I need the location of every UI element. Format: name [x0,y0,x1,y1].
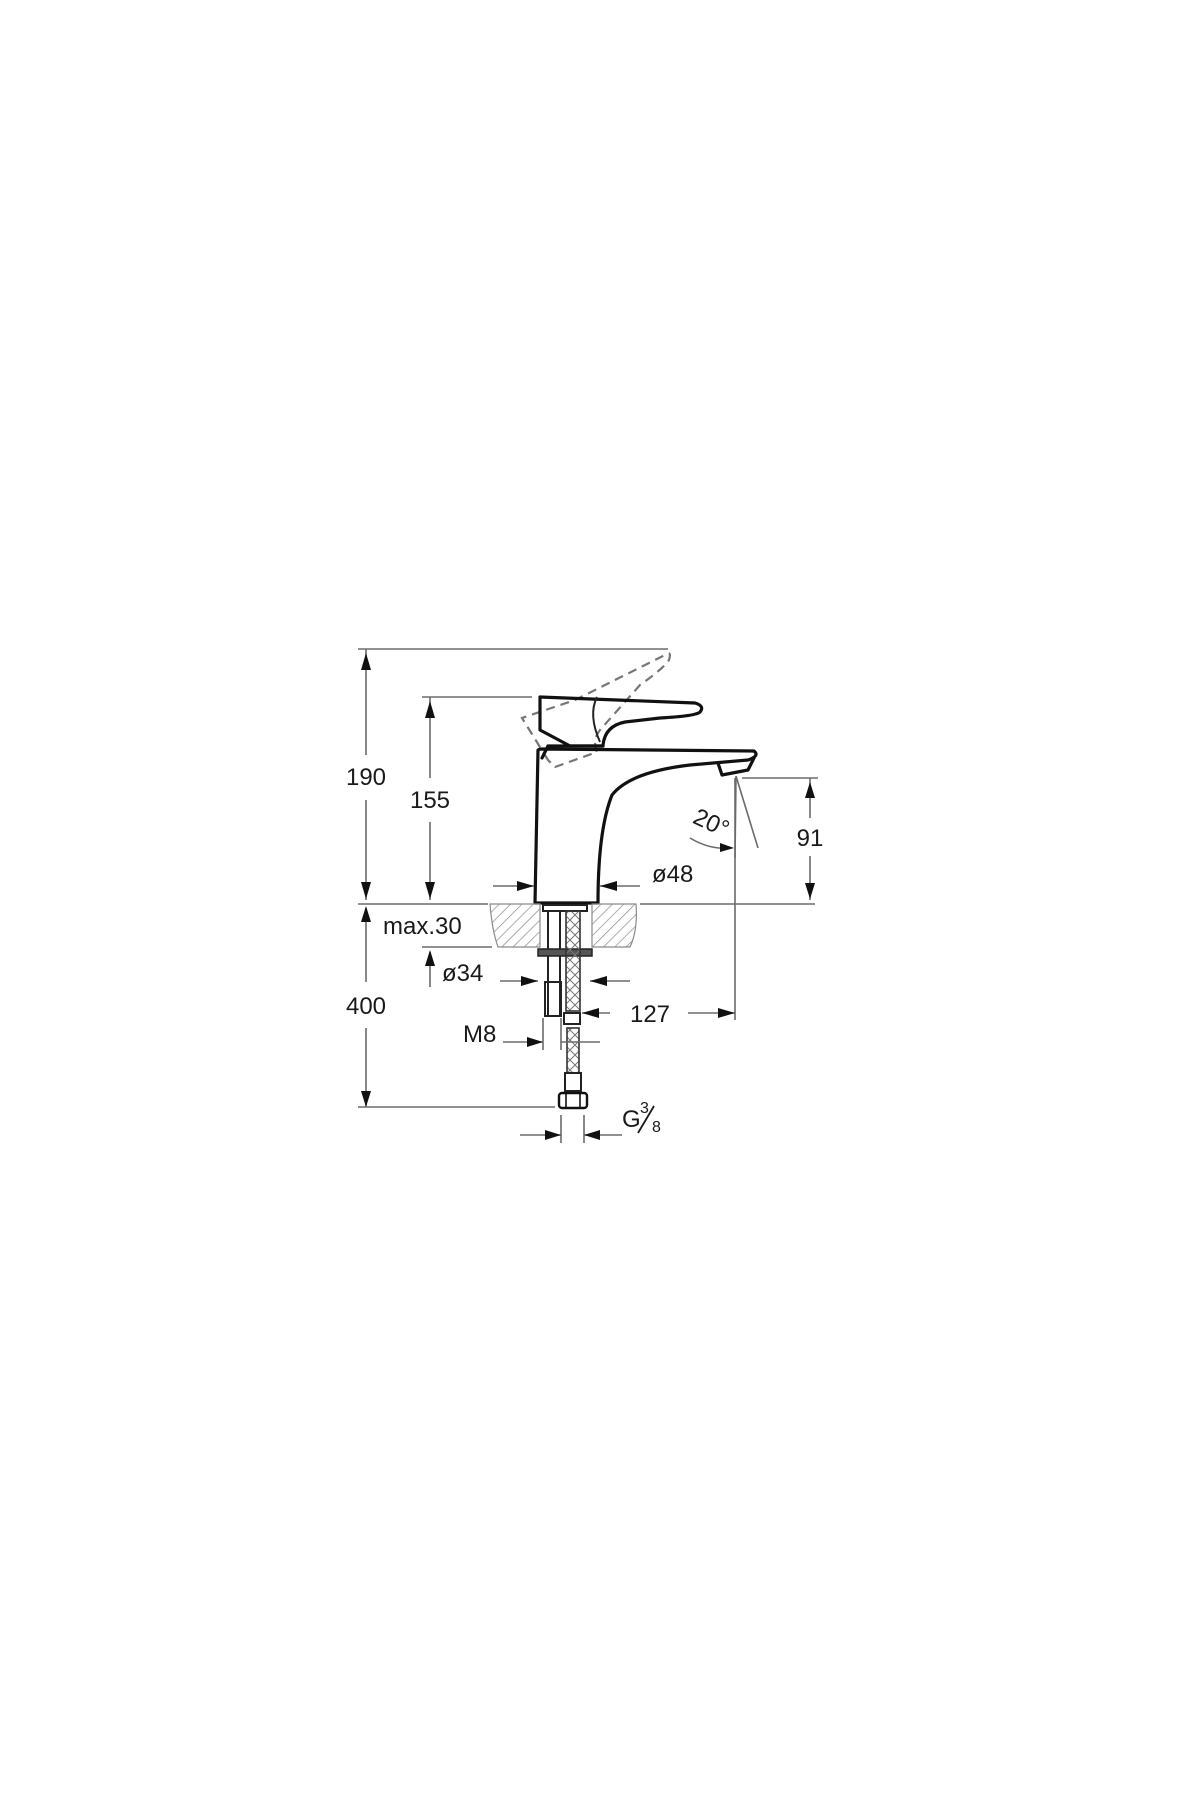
lever-inner-edge [592,696,601,743]
fixing-plate [537,948,593,957]
label-190: 190 [346,764,386,791]
dimension-g-3-8: G 3 8 [520,1100,661,1143]
dimension-m8: M8 [463,1018,600,1050]
dimension-91: 91 [742,777,824,900]
countertop-left [489,903,541,948]
hose-ferrule [564,1072,582,1092]
label-thread-numerator: 3 [640,1100,649,1117]
label-diameter-34: ø34 [442,960,483,987]
flexible-hose-upper [565,910,581,1012]
label-127: 127 [630,1001,670,1028]
label-diameter-48: ø48 [652,861,693,888]
lever-raised-outline [520,652,671,769]
dimension-max-30: max.30 [383,913,492,987]
dimension-127: 127 [582,778,736,1028]
label-20-degrees: 20° [689,803,733,843]
hose-connector-nut [557,1091,589,1110]
lever-handle [538,695,704,748]
flexible-hose-lower [566,1027,580,1074]
dimension-190: 190 [346,648,668,900]
dimension-hole-diameter: ø34 [442,960,630,987]
spout-aerator [716,756,756,777]
label-thread-prefix: G [622,1106,641,1133]
label-400: 400 [346,993,386,1020]
tap-body [533,747,758,905]
base-plate [542,904,588,912]
label-max-30: max.30 [383,913,462,940]
dimension-155: 155 [410,696,532,900]
dimension-body-diameter: ø48 [493,861,693,891]
label-155: 155 [410,787,450,814]
label-m8: M8 [463,1021,496,1048]
dimension-400: 400 [346,906,555,1108]
countertop-right [591,903,637,948]
hose-clip [563,1012,581,1025]
fixing-nut [544,981,562,1017]
label-thread-denominator: 8 [652,1119,661,1136]
dimension-spout-angle: 20° [689,775,759,859]
label-91: 91 [797,825,824,852]
